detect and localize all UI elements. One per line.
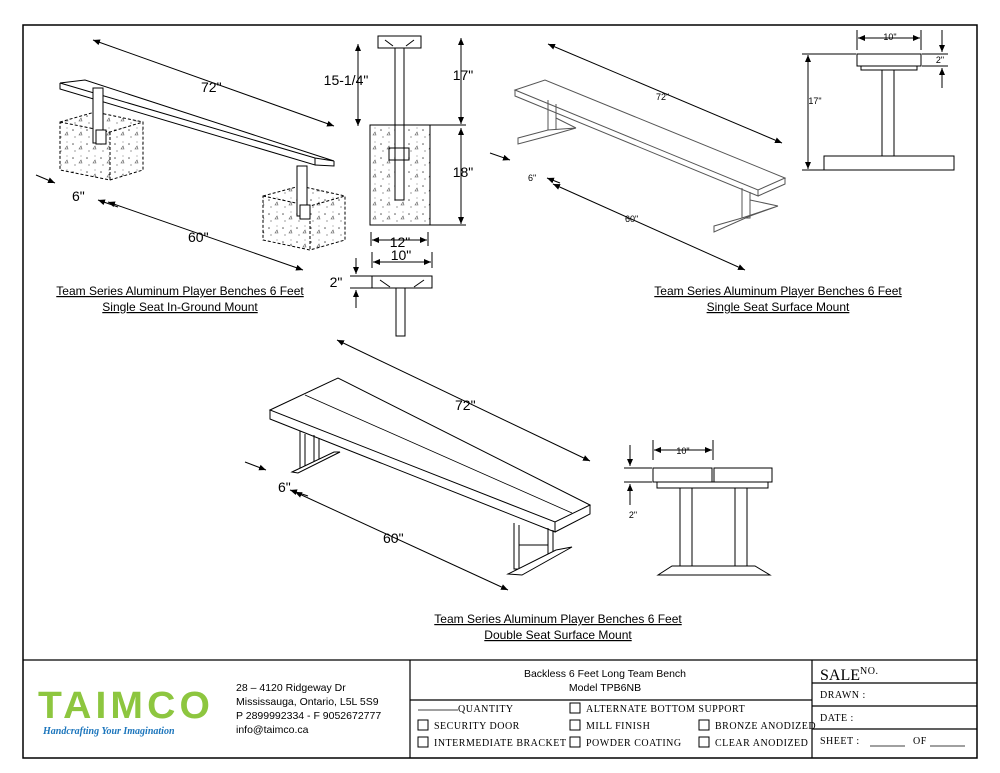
surface-double-bench-view xyxy=(244,339,592,591)
address-line3: P 2899992334 - F 9052672777 xyxy=(236,710,381,722)
powder-coating-label: POWDER COATING xyxy=(586,738,682,749)
dim-surface-single-leg-span: 60" xyxy=(625,214,638,224)
quantity-label: QUANTITY xyxy=(458,704,514,715)
dim-surface-single-end-thickness: 2" xyxy=(936,55,944,65)
dim-section-above: 17" xyxy=(453,67,474,83)
sheet-label: SHEET : xyxy=(820,736,860,747)
drawn-label: DRAWN : xyxy=(820,690,866,701)
dim-section-footing: 12" xyxy=(390,234,411,250)
checkbox-intermediate-bracket[interactable] xyxy=(417,736,429,748)
checkbox-bronze-anodized[interactable] xyxy=(698,719,710,731)
caption-surface-single-line1: Team Series Aluminum Player Benches 6 Fe… xyxy=(654,284,902,298)
address-line2: Mississauga, Ontario, L5L 5S9 xyxy=(236,696,379,708)
product-name: Backless 6 Feet Long Team Bench xyxy=(524,668,686,680)
inground-bench-view xyxy=(35,39,346,271)
inground-section-view xyxy=(355,35,466,246)
dim-inground-leg-offset: 6" xyxy=(72,188,85,204)
dim-surface-double-leg-offset: 6" xyxy=(278,479,291,495)
logo-wordmark: TAIMCO xyxy=(38,685,214,727)
title-block xyxy=(23,659,977,758)
sale-label: SALE xyxy=(820,667,860,684)
caption-inground-line2: Single Seat In-Ground Mount xyxy=(102,300,258,314)
dim-seat-width: 10" xyxy=(391,247,412,263)
checkbox-clear-anodized[interactable] xyxy=(698,736,710,748)
taimco-logo: TAIMCO Handcrafting Your Imagination xyxy=(38,685,214,737)
checkbox-alternate-bottom-support[interactable] xyxy=(569,702,581,714)
dim-surface-single-end-width: 10" xyxy=(883,32,896,42)
checkbox-powder-coating[interactable] xyxy=(569,736,581,748)
checkbox-security-door[interactable] xyxy=(417,719,429,731)
dim-surface-double-length: 72" xyxy=(455,397,476,413)
seat-section-view xyxy=(350,252,433,337)
dim-surface-double-end-thickness: 2" xyxy=(629,510,637,520)
dim-section-depth: 15-1/4" xyxy=(324,72,369,88)
caption-inground-line1: Team Series Aluminum Player Benches 6 Fe… xyxy=(56,284,304,298)
address-email: info@taimco.ca xyxy=(236,724,309,736)
surface-single-end-view xyxy=(802,30,955,171)
alternate-bottom-support-label: ALTERNATE BOTTOM SUPPORT xyxy=(586,704,745,715)
intermediate-bracket-label: INTERMEDIATE BRACKET xyxy=(434,738,567,749)
logo-tagline: Handcrafting Your Imagination xyxy=(42,726,175,737)
mill-finish-label: MILL FINISH xyxy=(586,721,650,732)
dim-surface-double-end-width: 10" xyxy=(676,446,689,456)
checkbox-mill-finish[interactable] xyxy=(569,719,581,731)
dim-inground-leg-span: 60" xyxy=(188,229,209,245)
dim-surface-single-leg-offset: 6" xyxy=(528,173,536,183)
address-line1: 28 – 4120 Ridgeway Dr xyxy=(236,682,346,694)
caption-surface-double-line1: Team Series Aluminum Player Benches 6 Fe… xyxy=(434,612,682,626)
no-label: NO. xyxy=(860,666,878,677)
clear-anodized-label: CLEAR ANODIZED xyxy=(715,738,808,749)
caption-surface-double-line2: Double Seat Surface Mount xyxy=(484,628,632,642)
caption-surface-single-line2: Single Seat Surface Mount xyxy=(707,300,850,314)
dim-seat-thickness: 2" xyxy=(330,274,343,290)
dim-surface-single-end-height: 17" xyxy=(808,96,821,106)
surface-double-end-view xyxy=(624,440,773,576)
dim-inground-length: 72" xyxy=(201,79,222,95)
surface-single-bench-view xyxy=(489,43,787,271)
dim-surface-single-length: 72" xyxy=(656,92,669,102)
date-label: DATE : xyxy=(820,713,854,724)
product-model: Model TPB6NB xyxy=(569,682,641,694)
dim-surface-double-leg-span: 60" xyxy=(383,530,404,546)
security-door-label: SECURITY DOOR xyxy=(434,721,520,732)
of-label: OF xyxy=(913,736,927,747)
dim-section-below: 18" xyxy=(453,164,474,180)
bronze-anodized-label: BRONZE ANODIZED xyxy=(715,721,816,732)
sheet-border xyxy=(22,24,978,759)
